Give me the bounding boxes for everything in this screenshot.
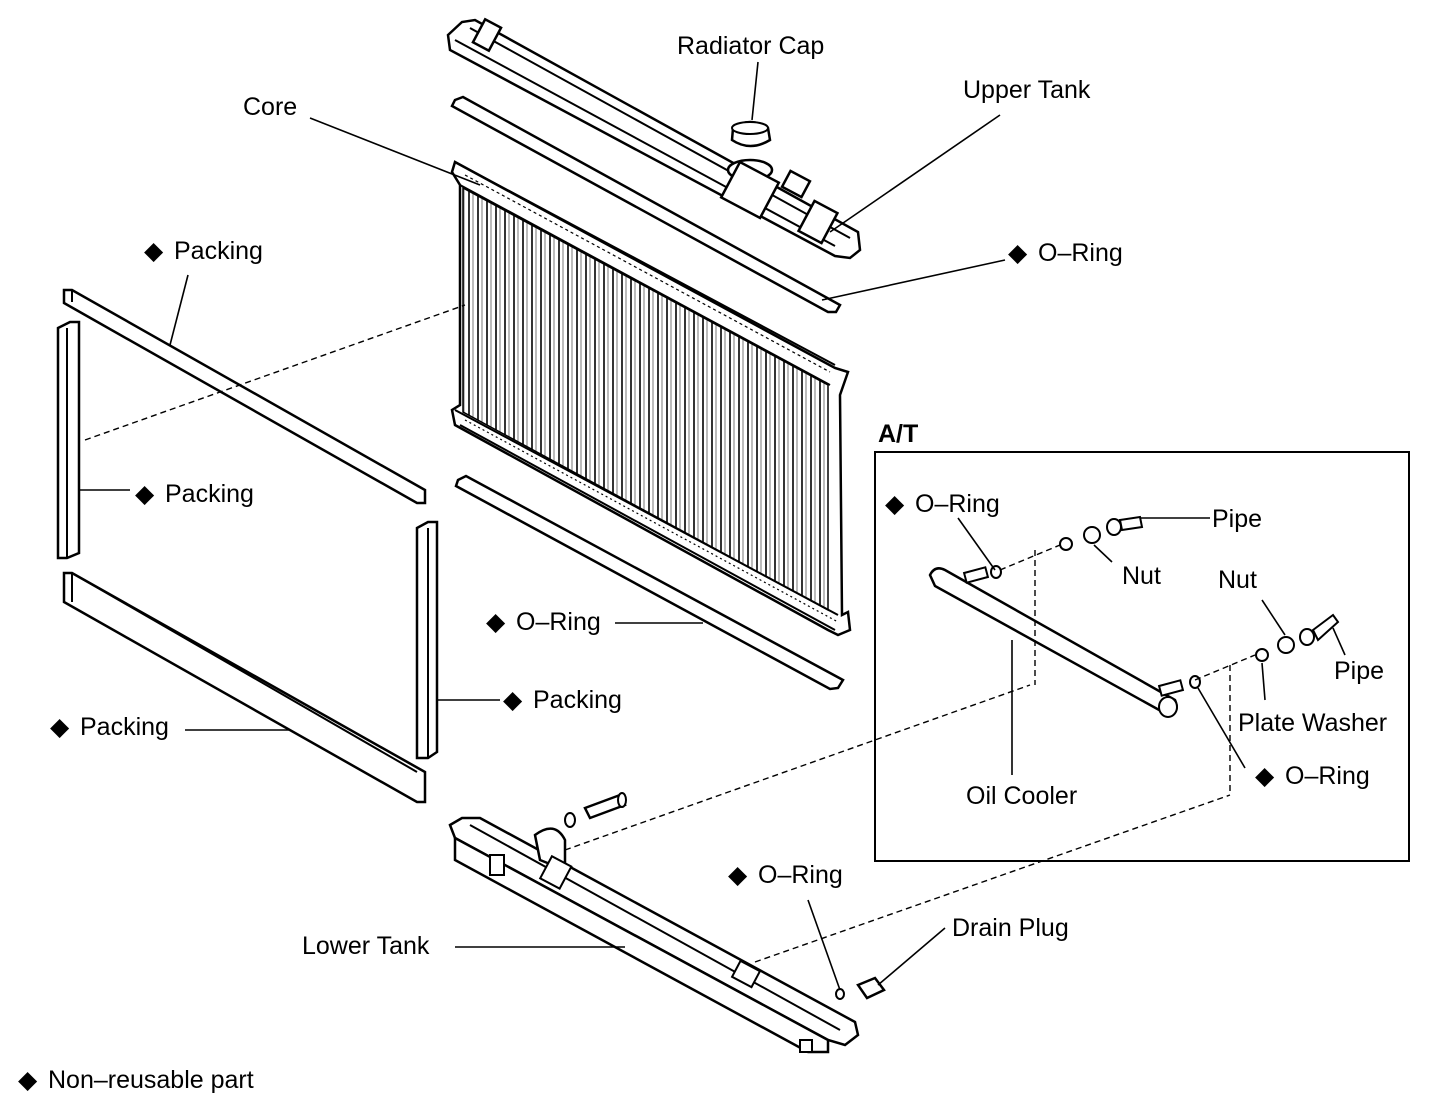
packing-right <box>415 520 439 760</box>
leader-lines <box>80 61 1346 991</box>
label-at-nut-right: Nut <box>1218 566 1257 594</box>
label-oring-drain: O–Ring <box>758 861 843 889</box>
label-packing-right: Packing <box>533 686 622 714</box>
marker-packing-right: ◆ <box>503 686 523 714</box>
label-drain-plug: Drain Plug <box>952 914 1069 942</box>
label-packing-top: Packing <box>174 237 263 265</box>
lower-o-ring-gasket <box>454 474 845 691</box>
packing-bottom <box>62 571 427 804</box>
legend-marker: ◆ <box>18 1066 38 1094</box>
upper-o-ring-gasket <box>450 95 842 314</box>
marker-packing-left: ◆ <box>135 480 155 508</box>
packing-top <box>62 288 427 505</box>
marker-oring-upper: ◆ <box>1008 239 1028 267</box>
marker-at-oring-left: ◆ <box>885 490 905 518</box>
legend-label: Non–reusable part <box>48 1066 254 1094</box>
label-oring-lower: O–Ring <box>516 608 601 636</box>
label-at-oil-cooler: Oil Cooler <box>966 782 1077 810</box>
marker-packing-top: ◆ <box>144 237 164 265</box>
at-box <box>874 451 1410 862</box>
at-box-title: A/T <box>878 420 918 448</box>
label-at-nut-top: Nut <box>1122 562 1161 590</box>
label-at-oring-left: O–Ring <box>915 490 1000 518</box>
marker-packing-bottom: ◆ <box>50 713 70 741</box>
lower-tank <box>448 816 860 1054</box>
marker-oring-drain: ◆ <box>728 861 748 889</box>
label-packing-bottom: Packing <box>80 713 169 741</box>
label-at-oring-right: O–Ring <box>1285 762 1370 790</box>
radiator-cap <box>730 120 772 148</box>
lower-tank-fitting <box>564 792 627 828</box>
label-radiator-cap: Radiator Cap <box>677 32 824 60</box>
label-at-pipe-right: Pipe <box>1334 657 1384 685</box>
oil-cooler <box>928 565 1201 718</box>
oil-cooler-fittings <box>1059 515 1340 662</box>
label-upper-tank: Upper Tank <box>963 76 1091 104</box>
label-at-pipe-top: Pipe <box>1212 505 1262 533</box>
radiator-core <box>450 160 852 637</box>
packing-left <box>56 320 81 560</box>
marker-oring-lower: ◆ <box>486 608 506 636</box>
drain-plug <box>835 976 886 1000</box>
marker-at-oring-right: ◆ <box>1255 762 1275 790</box>
label-at-plate-washer: Plate Washer <box>1238 709 1387 737</box>
label-core: Core <box>243 93 297 121</box>
label-lower-tank: Lower Tank <box>302 932 430 960</box>
label-oring-upper: O–Ring <box>1038 239 1123 267</box>
upper-tank <box>446 17 862 260</box>
label-packing-left: Packing <box>165 480 254 508</box>
